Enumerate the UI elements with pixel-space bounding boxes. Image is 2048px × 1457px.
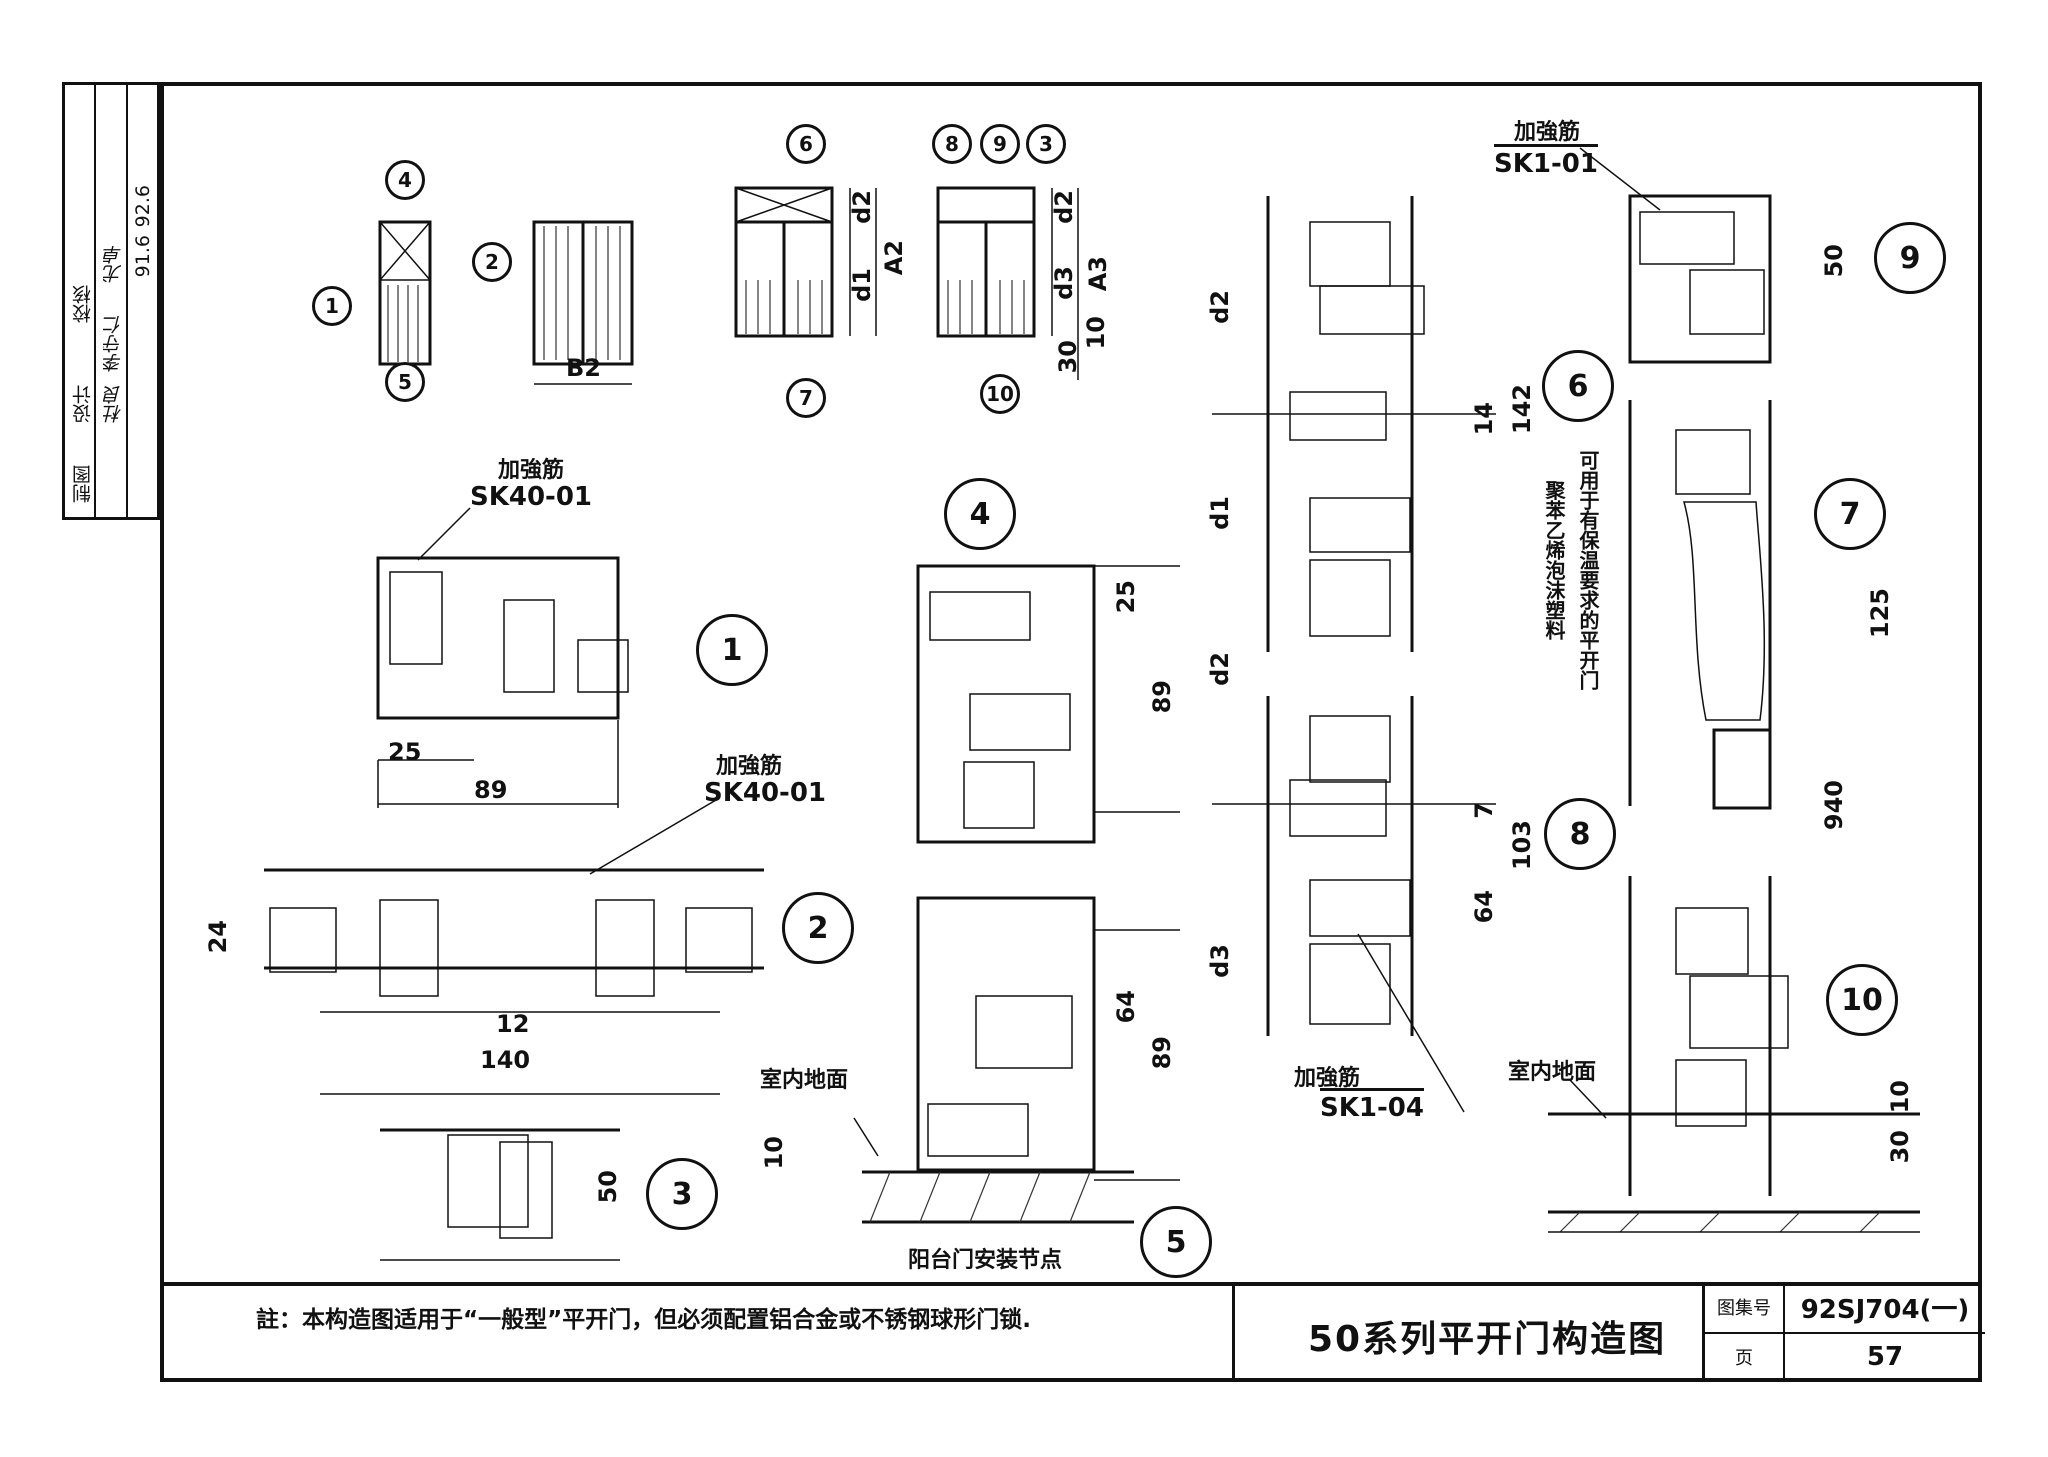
title-block-atlas-row: 图集号 92SJ704(一)	[1705, 1282, 1985, 1334]
detail-6-8-shape	[1212, 196, 1496, 1036]
elevation-3-shape	[734, 186, 877, 338]
detail-5-floor-label: 室内地面	[760, 1068, 849, 1093]
callout-10: 10	[980, 374, 1020, 414]
atlas-number: 92SJ704(一)	[1800, 1294, 1970, 1325]
detail-10-dim-30: 30	[1886, 1130, 1914, 1164]
detail-4-dim-25: 25	[1112, 580, 1140, 614]
dim-a4-d3: d3	[1050, 266, 1078, 300]
dim-a4-30: 30	[1054, 340, 1082, 374]
detail-2-dim-24: 24	[204, 920, 232, 954]
title-block-title-cell	[1232, 1282, 1705, 1382]
callout-7: 7	[786, 378, 826, 418]
callout-2: 2	[472, 242, 512, 282]
detail-2-callout: 2	[782, 892, 854, 964]
detail-1-shape	[376, 556, 629, 808]
detail-3-shape	[380, 1128, 620, 1261]
elevation-2-shape	[532, 220, 634, 385]
callout-8: 8	[932, 124, 972, 164]
detail-8-dim-103: 103	[1508, 820, 1536, 871]
detail-2-dim-140: 140	[480, 1046, 531, 1074]
detail-6-dim-d1: d1	[1206, 496, 1234, 530]
detail-9-dim-50: 50	[1820, 244, 1848, 278]
callout-1: 1	[312, 286, 352, 326]
detail-9-callout: 9	[1874, 222, 1946, 294]
title-block	[160, 1282, 1982, 1382]
detail-7-callout: 7	[1814, 478, 1886, 550]
detail-6-dim-d2: d2	[1206, 290, 1234, 324]
atlas-label: 图集号	[1705, 1282, 1785, 1332]
detail-4-callout: 4	[944, 478, 1016, 550]
detail-7-note-2: 可用于有保温要求的平开门	[1576, 450, 1600, 690]
detail-7-dim-125: 125	[1866, 588, 1894, 639]
dim-a3-d1: d1	[848, 268, 876, 302]
detail-5-callout: 5	[1140, 1206, 1212, 1278]
detail-1-dim-89: 89	[474, 776, 508, 804]
dim-a4-A3: A3	[1084, 256, 1112, 292]
detail-8-dim-7: 7	[1470, 802, 1498, 819]
detail-9-code: SK1-01	[1494, 144, 1598, 179]
detail-2-code: SK40-01	[704, 778, 827, 808]
dim-a3-A2: A2	[880, 240, 908, 276]
dim-B2: B2	[566, 354, 601, 382]
detail-8-callout: 8	[1544, 798, 1616, 870]
detail-7-note-1: 聚苯乙烯泡沫塑料	[1542, 480, 1566, 640]
drawing-frame	[160, 82, 1982, 1382]
detail-10-floor-label: 室内地面	[1508, 1060, 1597, 1085]
callout-6: 6	[786, 124, 826, 164]
detail-3-dim-50: 50	[594, 1170, 622, 1204]
title-block-title: 50系列平开门构造图	[1308, 1319, 1667, 1360]
detail-10-callout: 10	[1826, 964, 1898, 1036]
detail-5-dim-10: 10	[760, 1136, 788, 1170]
dim-a4-d2: d2	[1050, 190, 1078, 224]
elevation-4-shape	[936, 186, 1079, 380]
detail-5-shape	[862, 896, 1180, 1224]
detail-7-dim-940: 940	[1820, 780, 1848, 831]
title-block-grid: 图集号 92SJ704(一) 页 57	[1702, 1282, 1985, 1382]
detail-1-reinforce-label: 加強筋	[498, 458, 565, 483]
detail-4-dim-89: 89	[1148, 680, 1176, 714]
detail-6-dim-142: 142	[1508, 384, 1536, 435]
page-number: 57	[1866, 1342, 1904, 1372]
dim-a4-10: 10	[1082, 316, 1110, 350]
leader-lines	[417, 147, 1661, 1157]
detail-4-shape	[916, 564, 1180, 844]
detail-5-dim-64: 64	[1112, 990, 1140, 1024]
detail-9-reinforce-label: 加強筋	[1514, 120, 1581, 145]
title-block-page-row: 页 57	[1705, 1332, 1985, 1382]
callout-4: 4	[385, 160, 425, 200]
page-label: 页	[1705, 1332, 1785, 1382]
detail-5-caption: 阳台门安装节点	[908, 1248, 1063, 1273]
detail-8-dim-d2: d2	[1206, 652, 1234, 686]
detail-10-dim-10: 10	[1886, 1080, 1914, 1114]
callout-3: 3	[1026, 124, 1066, 164]
detail-1-dim-25: 25	[388, 738, 422, 766]
detail-8-dim-d3: d3	[1206, 944, 1234, 978]
signature-col-roles: 校核 设计 制图	[65, 85, 97, 517]
callout-9: 9	[980, 124, 1020, 164]
detail-6-callout: 6	[1542, 350, 1614, 422]
detail-6-dim-14: 14	[1470, 402, 1498, 436]
detail-2-dim-12: 12	[496, 1010, 530, 1038]
detail-8-reinforce-label: 加強筋	[1294, 1066, 1361, 1091]
detail-1-callout: 1	[696, 614, 768, 686]
detail-9-7-10-shape	[1548, 194, 1920, 1233]
signature-strip: 校核 设计 制图 尤卓 李守仁 杜良 92.6 91.6	[62, 82, 160, 520]
detail-5-dim-89: 89	[1148, 1036, 1176, 1070]
detail-3-callout: 3	[646, 1158, 718, 1230]
signature-col-names: 尤卓 李守仁 杜良	[96, 85, 128, 517]
detail-2-shape	[264, 868, 764, 1095]
callout-5: 5	[385, 362, 425, 402]
dim-a3-d2: d2	[848, 190, 876, 224]
detail-1-code: SK40-01	[470, 482, 593, 512]
detail-8-code: SK1-04	[1320, 1088, 1424, 1123]
elevation-1-shape	[378, 220, 432, 366]
detail-8-dim-64: 64	[1470, 890, 1498, 924]
title-block-note: 註：本构造图适用于“一般型”平开门，但必须配置铝合金或不锈钢球形门锁.	[256, 1307, 1031, 1333]
detail-2-reinforce-label: 加強筋	[716, 754, 783, 779]
